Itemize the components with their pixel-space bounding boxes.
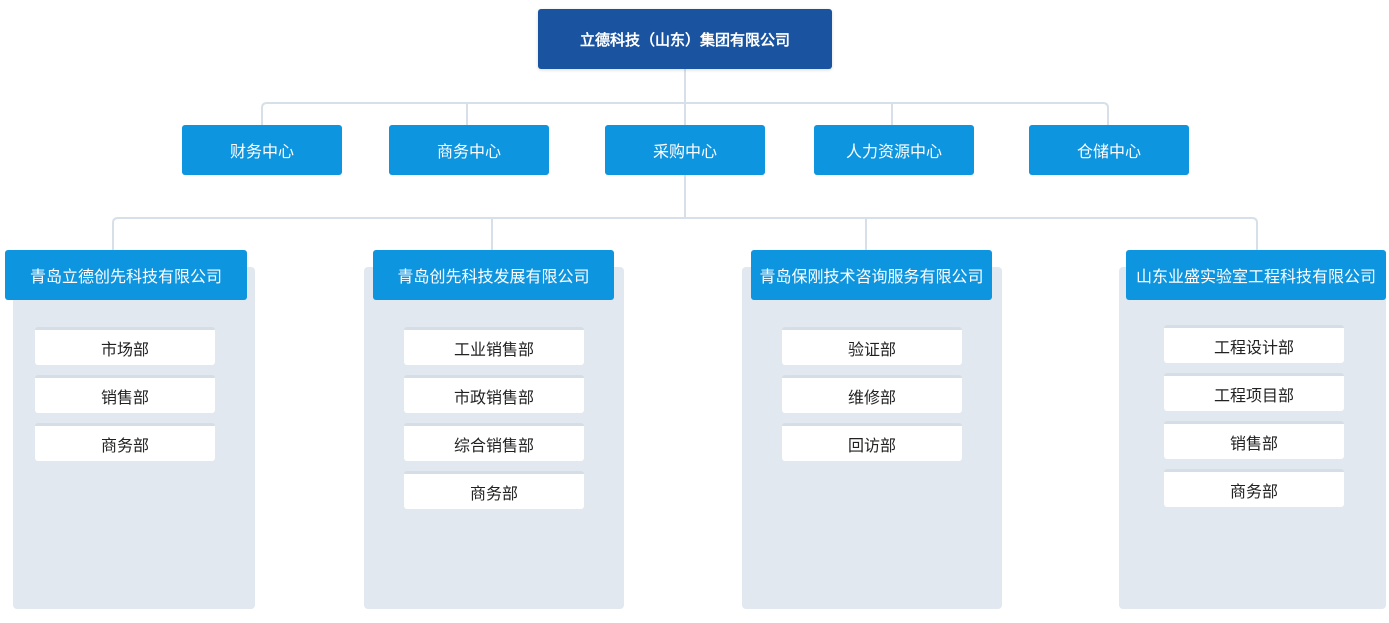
subsidiary-label: 山东业盛实验室工程科技有限公司 (1135, 267, 1376, 286)
department-label: 市政销售部 (453, 387, 534, 407)
department-box: 维修部 (782, 375, 962, 413)
department-box: 验证部 (782, 327, 962, 365)
subsidiary-column-2: 青岛创先科技发展有限公司 工业销售部 市政销售部 综合销售部 商务部 (364, 250, 624, 609)
department-box: 销售部 (1164, 421, 1344, 459)
department-box: 综合销售部 (404, 423, 584, 461)
center-node-procurement: 采购中心 (605, 125, 765, 175)
center-node-business: 商务中心 (389, 125, 549, 175)
department-label: 工业销售部 (453, 339, 534, 359)
center-node-finance: 财务中心 (182, 125, 342, 175)
department-label: 销售部 (100, 387, 149, 407)
center-node-hr: 人力资源中心 (814, 125, 974, 175)
department-box: 工业销售部 (404, 327, 584, 365)
department-label: 工程设计部 (1213, 337, 1294, 357)
department-box: 工程设计部 (1164, 325, 1344, 363)
department-label: 工程项目部 (1213, 385, 1294, 405)
department-box: 市场部 (35, 327, 215, 365)
department-label: 回访部 (847, 435, 896, 455)
subsidiary-node: 青岛保刚技术咨询服务有限公司 (751, 250, 992, 300)
department-box: 销售部 (35, 375, 215, 413)
subsidiary-label: 青岛保刚技术咨询服务有限公司 (759, 267, 984, 286)
subsidiary-column-4: 山东业盛实验室工程科技有限公司 工程设计部 工程项目部 销售部 商务部 (1119, 250, 1386, 609)
subsidiary-node: 青岛立德创先科技有限公司 (5, 250, 247, 300)
center-label: 商务中心 (436, 142, 501, 161)
center-node-warehouse: 仓储中心 (1029, 125, 1189, 175)
subsidiary-node: 青岛创先科技发展有限公司 (373, 250, 614, 300)
department-box: 商务部 (1164, 469, 1344, 507)
group-root-node: 立德科技（山东）集团有限公司 (538, 9, 832, 69)
group-root-label: 立德科技（山东）集团有限公司 (579, 30, 790, 49)
department-label: 维修部 (847, 387, 896, 407)
center-label: 仓储中心 (1076, 142, 1141, 161)
center-label: 采购中心 (652, 142, 717, 161)
subsidiary-column-1: 青岛立德创先科技有限公司 市场部 销售部 商务部 (5, 250, 255, 609)
subsidiary-label: 青岛创先科技发展有限公司 (397, 267, 590, 286)
connector-subsidiaries-bus (112, 217, 1258, 250)
department-label: 市场部 (100, 339, 149, 359)
department-label: 验证部 (847, 339, 896, 359)
department-label: 销售部 (1229, 433, 1278, 453)
department-box: 回访部 (782, 423, 962, 461)
center-label: 财务中心 (229, 142, 294, 161)
department-label: 商务部 (1229, 481, 1278, 501)
department-box: 商务部 (35, 423, 215, 461)
department-label: 商务部 (469, 483, 518, 503)
department-box: 市政销售部 (404, 375, 584, 413)
subsidiary-column-3: 青岛保刚技术咨询服务有限公司 验证部 维修部 回访部 (742, 250, 1002, 609)
department-label: 商务部 (100, 435, 149, 455)
department-box: 工程项目部 (1164, 373, 1344, 411)
department-label: 综合销售部 (453, 435, 534, 455)
center-label: 人力资源中心 (845, 142, 942, 161)
department-box: 商务部 (404, 471, 584, 509)
subsidiary-node: 山东业盛实验室工程科技有限公司 (1126, 250, 1386, 300)
subsidiary-label: 青岛立德创先科技有限公司 (29, 267, 222, 286)
